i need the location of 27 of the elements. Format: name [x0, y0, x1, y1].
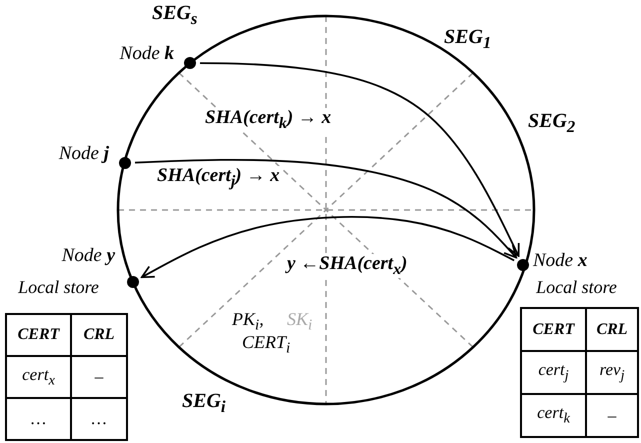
table-entry: … [5, 397, 72, 441]
key-label: CERT$_{i}$ [242, 333, 290, 358]
table-entry: – [585, 393, 639, 438]
segment-label: SEG$_{s}$ [152, 2, 198, 28]
segment-label: SEG$_{i}$ [182, 390, 226, 416]
segment-label: SEG$_{1}$ [444, 26, 492, 52]
column-header: CRL [70, 313, 128, 357]
edge-label: y ←SHA(cert$_{x}$) [286, 254, 408, 278]
node-label: Node k [118, 44, 174, 65]
column-header: CRL [585, 307, 639, 352]
table-entry: cert$_{k}$ [520, 393, 587, 438]
segment-label: SEG$_{2}$ [528, 110, 576, 136]
store-caption: Local store [535, 278, 618, 298]
arrow [140, 216, 515, 278]
table-entry: … [70, 397, 128, 441]
column-header: CERT [5, 313, 72, 357]
node-label: Node y [60, 246, 115, 267]
arrow [200, 62, 520, 257]
store-caption: Local store [17, 278, 100, 298]
node-label: Node x [533, 251, 588, 272]
edge-label: SHA(cert$_{j}$) → x [156, 166, 281, 190]
key-label: SK$_{i}$ [287, 310, 312, 334]
node-label: Node j [58, 144, 109, 165]
edge-label: SHA(cert$_{k}$) → x [204, 108, 332, 132]
column-header: CERT [520, 307, 587, 352]
arrow [134, 158, 518, 258]
key-label: PK$_{i}$, [232, 310, 264, 334]
